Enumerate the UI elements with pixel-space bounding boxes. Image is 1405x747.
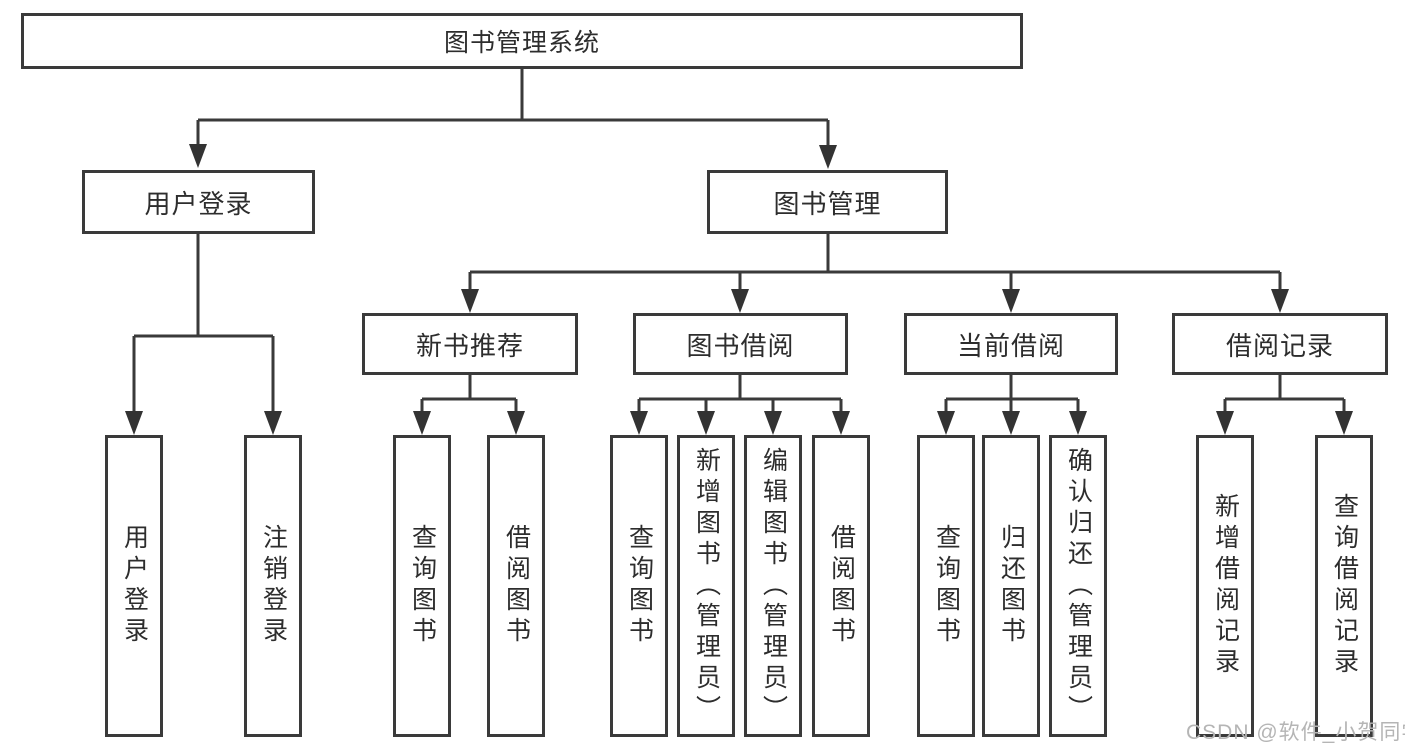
- arrow-to-leaf-user-login: [125, 411, 143, 435]
- arrow-to-current-borrowing: [1002, 289, 1020, 313]
- leaf-query-books-current: 查询图书: [917, 435, 975, 737]
- leaf-add-book-admin: 新增图书（管理员）: [677, 435, 735, 737]
- node-root-label: 图书管理系统: [443, 29, 600, 57]
- node-book-borrowing-label: 图书借阅: [686, 330, 795, 361]
- node-new-book-recommend-label: 新书推荐: [415, 330, 524, 361]
- node-book-borrowing: 图书借阅: [633, 313, 848, 375]
- node-borrowing-records: 借阅记录: [1172, 313, 1388, 375]
- connector-records-to-leaves: [1223, 375, 1346, 418]
- arrow-to-borrowing-records: [1271, 289, 1289, 313]
- leaf-borrow-books-recommend-label: 借阅图书: [502, 524, 531, 648]
- arrow-to-leaf-borrow-2: [832, 411, 850, 435]
- leaf-query-books-recommend-label: 查询图书: [408, 524, 437, 648]
- leaf-borrow-books-borrowing: 借阅图书: [812, 435, 870, 737]
- arrow-to-leaf-add-book: [697, 411, 715, 435]
- node-book-management: 图书管理: [707, 170, 948, 234]
- arrow-to-new-book-recommend: [461, 289, 479, 313]
- node-user-login-label: 用户登录: [144, 188, 253, 219]
- arrow-to-leaf-edit-book: [764, 411, 782, 435]
- node-user-login: 用户登录: [82, 170, 315, 234]
- leaf-edit-book-admin-label: 编辑图书（管理员）: [759, 446, 788, 726]
- arrow-to-leaf-query-3: [937, 411, 955, 435]
- connector-borrowing-to-leaves: [637, 375, 843, 418]
- leaf-query-books-borrowing: 查询图书: [610, 435, 668, 737]
- leaf-query-books-current-label: 查询图书: [932, 524, 961, 648]
- node-new-book-recommend: 新书推荐: [362, 313, 578, 375]
- arrow-to-leaf-query-record: [1335, 411, 1353, 435]
- watermark: CSDN @软件_小贺同学: [1186, 721, 1405, 744]
- leaf-add-borrow-record: 新增借阅记录: [1196, 435, 1254, 737]
- connector-userlogin-to-leaves: [132, 234, 275, 418]
- leaf-user-login: 用户登录: [105, 435, 163, 737]
- node-current-borrowing-label: 当前借阅: [956, 330, 1065, 361]
- connector-bookmgmt-to-level3: [468, 234, 1282, 296]
- node-current-borrowing: 当前借阅: [904, 313, 1118, 375]
- node-borrowing-records-label: 借阅记录: [1225, 330, 1334, 361]
- leaf-query-books-recommend: 查询图书: [393, 435, 451, 737]
- connector-newbook-to-leaves: [420, 375, 518, 418]
- arrow-to-book-management: [819, 145, 837, 169]
- leaf-query-borrow-record: 查询借阅记录: [1315, 435, 1373, 737]
- leaf-return-books: 归还图书: [982, 435, 1040, 737]
- arrow-to-leaf-query-2: [630, 411, 648, 435]
- connector-root-to-level2: [196, 69, 830, 152]
- node-root: 图书管理系统: [21, 13, 1023, 69]
- arrow-to-leaf-query-1: [413, 411, 431, 435]
- leaf-borrow-books-recommend: 借阅图书: [487, 435, 545, 737]
- leaf-add-borrow-record-label: 新增借阅记录: [1211, 493, 1240, 679]
- arrow-to-leaf-borrow-1: [507, 411, 525, 435]
- leaf-confirm-return-admin: 确认归还（管理员）: [1049, 435, 1107, 737]
- leaf-add-book-admin-label: 新增图书（管理员）: [692, 446, 721, 726]
- arrow-to-leaf-return: [1002, 411, 1020, 435]
- arrow-to-user-login: [189, 144, 207, 168]
- arrow-to-leaf-confirm-return: [1069, 411, 1087, 435]
- leaf-logout-label: 注销登录: [259, 524, 288, 648]
- leaf-user-login-label: 用户登录: [120, 524, 149, 648]
- leaf-query-books-borrowing-label: 查询图书: [625, 524, 654, 648]
- node-book-management-label: 图书管理: [773, 188, 882, 219]
- arrow-to-leaf-add-record: [1216, 411, 1234, 435]
- leaf-logout: 注销登录: [244, 435, 302, 737]
- arrow-to-book-borrowing: [731, 289, 749, 313]
- leaf-return-books-label: 归还图书: [997, 524, 1026, 648]
- leaf-confirm-return-admin-label: 确认归还（管理员）: [1064, 446, 1093, 726]
- leaf-query-borrow-record-label: 查询借阅记录: [1330, 493, 1359, 679]
- leaf-borrow-books-borrowing-label: 借阅图书: [827, 524, 856, 648]
- connector-current-to-leaves: [944, 375, 1080, 418]
- arrow-to-leaf-logout: [264, 411, 282, 435]
- leaf-edit-book-admin: 编辑图书（管理员）: [744, 435, 802, 737]
